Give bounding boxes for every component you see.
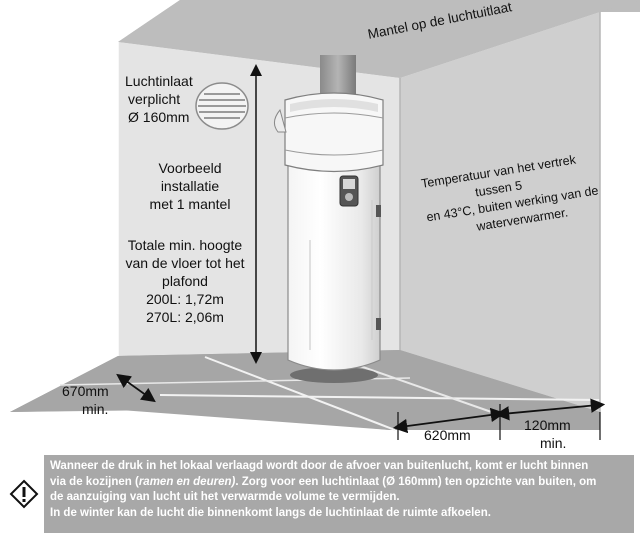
example-label: Voorbeeld installatie met 1 mantel (149, 160, 231, 212)
note-icon-container (4, 455, 44, 533)
air-inlet-label: Luchtinlaat verplicht Ø 160mm (125, 73, 193, 125)
water-heater (274, 92, 384, 383)
depth-label: 670mm min. (62, 383, 109, 417)
room-illustration (0, 0, 640, 440)
side-clearance-arrow (494, 398, 606, 421)
min-height-label: Totale min. hoogte van de vloer tot het … (125, 237, 245, 325)
right-wall (400, 12, 600, 412)
depth-arrow (116, 373, 156, 403)
installation-diagram: Mantel op de luchtuitlaat Luchtinlaat ve… (0, 0, 640, 451)
warning-line-3: de aanzuiging van lucht uit het verwarmd… (50, 491, 400, 503)
warning-diamond-icon (9, 479, 39, 509)
width-arrow (392, 407, 506, 434)
warning-text: Wanneer de druk in het lokaal verlaagd w… (44, 455, 634, 533)
warning-line-1: Wanneer de druk in het lokaal verlaagd w… (50, 460, 589, 472)
warning-line-4: In de winter kan de lucht die binnenkomt… (50, 506, 491, 519)
side-clearance-label: 120mm min. (524, 417, 571, 451)
warning-note: Wanneer de druk in het lokaal verlaagd w… (4, 455, 634, 533)
air-inlet-grille (195, 82, 249, 130)
width-label: 620mm (424, 427, 471, 443)
warning-line-2: via de kozijnen (ramen en deuren). Zorg … (50, 475, 597, 488)
